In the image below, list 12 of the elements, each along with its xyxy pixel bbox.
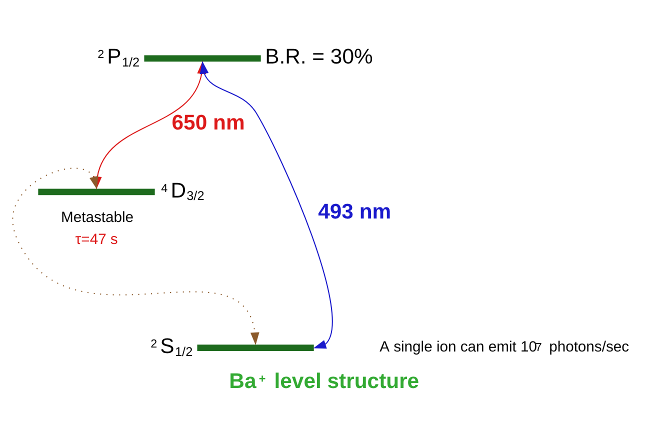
node-label: τ=47 s [75,232,118,248]
arrow [12,168,260,346]
caption: Ba+ level structure [229,370,420,394]
node-label: B.R. = 30% [265,46,373,69]
node-bar [197,344,314,351]
edge-label: 650 nm [172,111,245,134]
node-label: Metastable [60,210,134,226]
node-bar [38,188,155,196]
label: A single ion can emit 107 photons/sec [380,340,630,356]
node-bar [144,55,261,62]
arrow [200,61,333,349]
edge-label: 493 nm [318,200,392,224]
